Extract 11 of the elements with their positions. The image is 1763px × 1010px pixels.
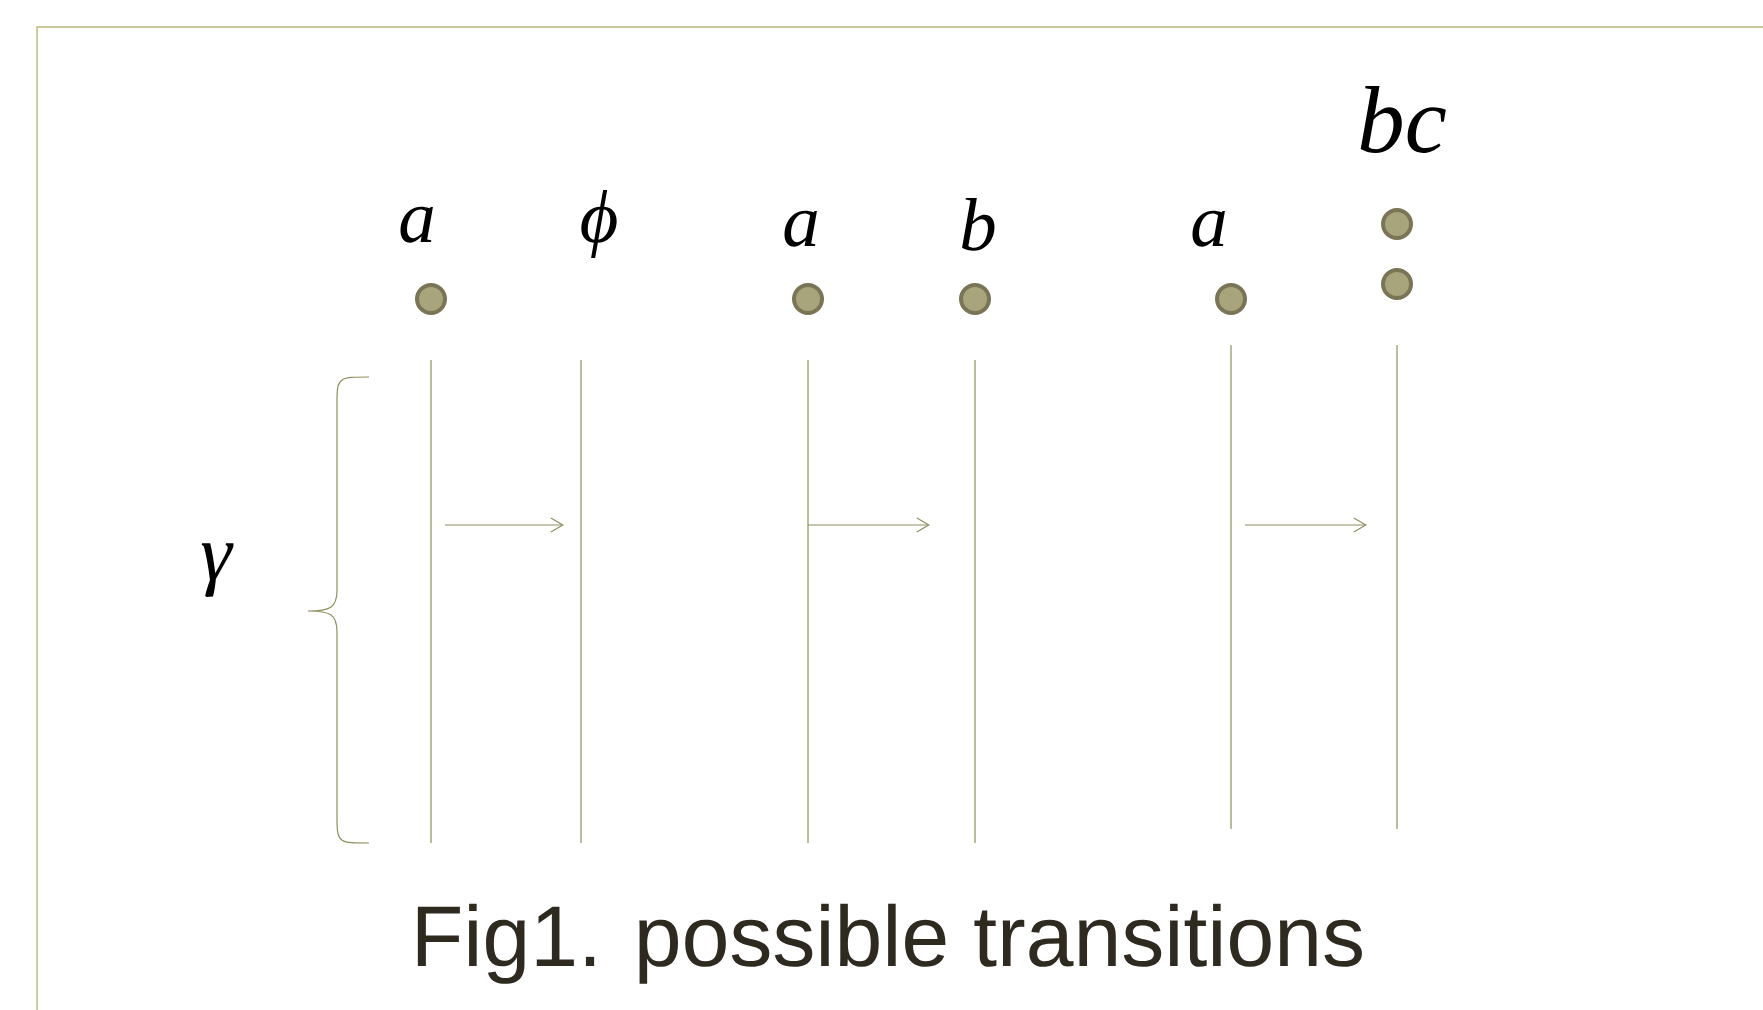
caption: Fig1. possible transitions [417, 903, 1362, 984]
arrow [1244, 517, 1368, 533]
state-label: bc [1360, 86, 1446, 153]
state-label: a [1192, 210, 1225, 247]
arrow [807, 517, 930, 533]
state-label: b [962, 197, 995, 251]
brace-label: γ [201, 543, 234, 598]
state-label: ϕ [581, 189, 617, 258]
state-label: a [784, 210, 817, 247]
arrow [444, 517, 564, 533]
state-label: a [400, 206, 433, 243]
